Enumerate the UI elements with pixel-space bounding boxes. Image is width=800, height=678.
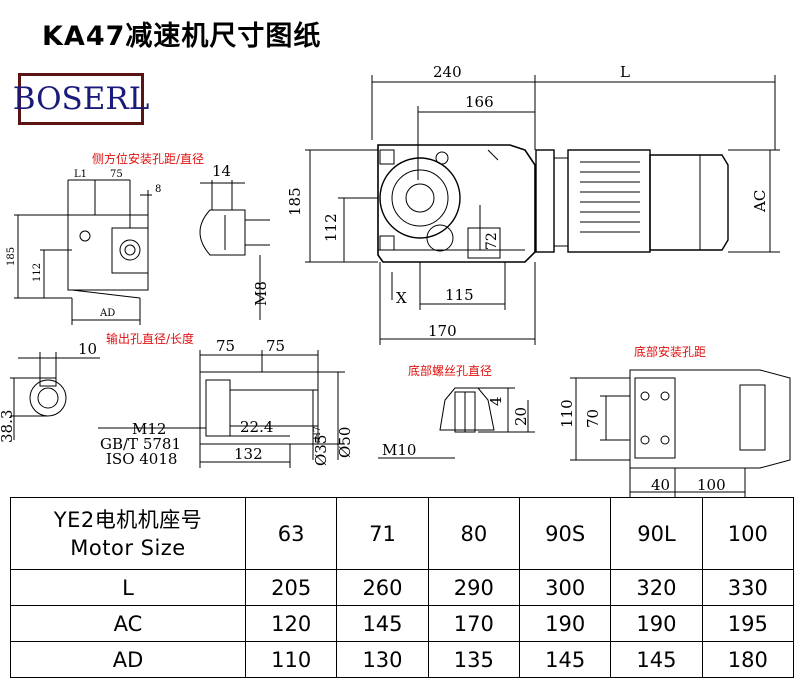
dim-AC: AC bbox=[751, 190, 769, 213]
key-detail bbox=[10, 352, 100, 440]
size-col: 63 bbox=[244, 497, 338, 570]
mount-dim-100: 100 bbox=[697, 476, 726, 494]
shaft-dim-iso: ISO 4018 bbox=[106, 450, 177, 468]
size-col: 90L bbox=[610, 497, 703, 570]
table-row-AC: AC 120 145 170 190 190 195 bbox=[10, 605, 795, 642]
side-dim-112: 112 bbox=[32, 263, 43, 282]
pin-dim-14: 14 bbox=[212, 162, 231, 180]
side-dim-AD: AD bbox=[99, 308, 115, 319]
row-label: L bbox=[10, 569, 246, 606]
table-cell: 145 bbox=[336, 605, 429, 642]
shaft-dim-d35: Ø35 bbox=[312, 435, 330, 466]
dim-115: 115 bbox=[445, 286, 474, 304]
motor-size-table: YE2电机机座号 Motor Size 63 71 80 90S 90L 100… bbox=[10, 497, 795, 678]
shaft-dim-d35-tol: H7 bbox=[313, 426, 323, 440]
side-dim-8: 8 bbox=[155, 184, 161, 195]
table-cell: 300 bbox=[518, 569, 612, 606]
mount-dim-40: 40 bbox=[651, 476, 670, 494]
side-view bbox=[14, 179, 152, 325]
shaft-dim-22-4: 22.4 bbox=[240, 418, 273, 436]
dim-72: 72 bbox=[484, 232, 500, 250]
size-col: 90S bbox=[518, 497, 612, 570]
dim-X: X bbox=[396, 289, 407, 307]
shaft-dim-75a: 75 bbox=[216, 337, 235, 355]
size-col: 71 bbox=[336, 497, 429, 570]
shaft-dim-d50: Ø50 bbox=[336, 427, 354, 458]
pin-detail bbox=[199, 180, 270, 320]
pin-dim-M8: M8 bbox=[252, 281, 270, 306]
table-cell: 130 bbox=[336, 641, 429, 678]
dimension-drawing: 240 L 166 185 112 72 AC X 115 170 L1 75 … bbox=[0, 63, 791, 497]
thread-dim-20: 20 bbox=[512, 407, 530, 426]
table-cell: 120 bbox=[244, 605, 338, 642]
table-cell: 135 bbox=[427, 641, 520, 678]
main-view bbox=[305, 75, 780, 345]
table-row-AD: AD 110 130 135 145 145 180 bbox=[10, 641, 795, 678]
thread-dim-4: 4 bbox=[487, 396, 505, 406]
table-cell: 145 bbox=[610, 641, 703, 678]
table-cell: 320 bbox=[610, 569, 703, 606]
shaft-dim-132: 132 bbox=[234, 445, 263, 463]
table-cell: 180 bbox=[701, 641, 795, 678]
key-dim-38-3: 38.3 bbox=[0, 410, 16, 443]
label-bottom-mount: 底部安装孔距 bbox=[634, 345, 707, 359]
key-dim-10: 10 bbox=[78, 340, 97, 358]
bottom-mount-view bbox=[570, 369, 791, 497]
table-cell: 195 bbox=[701, 605, 795, 642]
thread-dim-M10: M10 bbox=[382, 441, 416, 459]
row-label: AD bbox=[10, 641, 246, 678]
table-cell: 170 bbox=[427, 605, 520, 642]
dim-166: 166 bbox=[465, 93, 494, 111]
label-side-hole: 侧方位安装孔距/直径 bbox=[92, 152, 205, 166]
table-row-L: L 205 260 290 300 320 330 bbox=[10, 569, 795, 606]
label-output-hole: 输出孔直径/长度 bbox=[106, 332, 195, 346]
dim-170: 170 bbox=[428, 322, 457, 340]
table-cell: 330 bbox=[701, 569, 795, 606]
size-col: 80 bbox=[427, 497, 520, 570]
table-cell: 110 bbox=[244, 641, 338, 678]
shaft-dim-M12: M12 bbox=[132, 420, 166, 438]
header-line-2: Motor Size bbox=[70, 535, 186, 560]
table-cell: 260 bbox=[336, 569, 429, 606]
thread-detail bbox=[378, 387, 535, 459]
mount-dim-110: 110 bbox=[558, 399, 576, 428]
label-bottom-thread: 底部螺丝孔直径 bbox=[408, 364, 493, 378]
table-cell: 290 bbox=[427, 569, 520, 606]
table-cell: 145 bbox=[518, 641, 612, 678]
page-title: KA47减速机尺寸图纸 bbox=[42, 21, 322, 52]
dim-185: 185 bbox=[286, 187, 304, 216]
shaft-dim-75b: 75 bbox=[266, 337, 285, 355]
header-line-1: YE2电机机座号 bbox=[53, 507, 203, 532]
side-dim-75: 75 bbox=[110, 169, 123, 180]
table-cell: 190 bbox=[518, 605, 612, 642]
dim-L: L bbox=[620, 63, 630, 81]
table-header-label: YE2电机机座号 Motor Size bbox=[10, 497, 246, 570]
output-shaft bbox=[98, 350, 345, 468]
shaft-dim-gb: GB/T 5781 bbox=[100, 435, 181, 453]
dim-112: 112 bbox=[322, 213, 340, 242]
table-cell: 205 bbox=[244, 569, 338, 606]
mount-dim-70: 70 bbox=[584, 409, 602, 428]
size-col: 100 bbox=[701, 497, 795, 570]
table-header-row: YE2电机机座号 Motor Size 63 71 80 90S 90L 100 bbox=[10, 497, 795, 570]
table-cell: 190 bbox=[610, 605, 703, 642]
dim-240: 240 bbox=[433, 63, 462, 81]
brand-logo: BOSERL bbox=[13, 73, 149, 125]
side-dim-L1: L1 bbox=[74, 169, 87, 180]
row-label: AC bbox=[10, 605, 246, 642]
side-dim-185: 185 bbox=[6, 247, 17, 266]
